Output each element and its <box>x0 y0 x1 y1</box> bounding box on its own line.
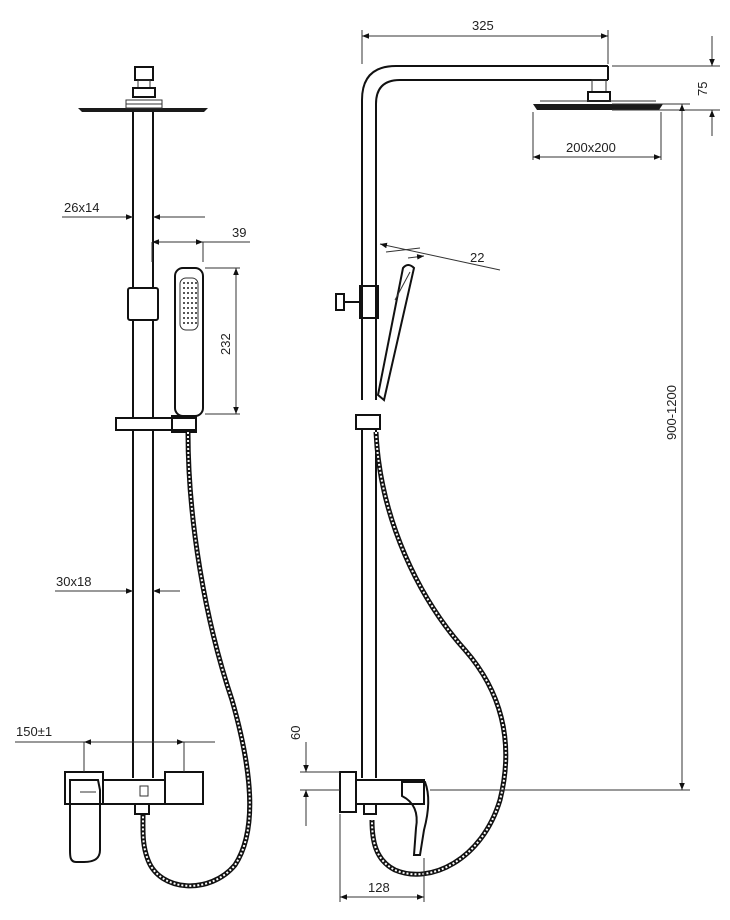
dim-lower-tube: 30x18 <box>55 574 180 594</box>
nozzle-dot <box>191 287 193 289</box>
nozzle-dot <box>183 292 185 294</box>
side-riser-arm <box>361 65 663 400</box>
side-view: 325 75 200x200 22 900-1200 <box>288 18 720 902</box>
nozzle-dot <box>195 292 197 294</box>
dim-lower-tube-label: 30x18 <box>56 574 91 589</box>
dim-head-drop: 75 <box>612 36 720 136</box>
dim-height-range: 900-1200 <box>430 103 690 791</box>
dim-handshower-length: 232 <box>205 267 240 415</box>
nozzle-dot <box>187 297 189 299</box>
front-riser-pipe <box>115 112 197 778</box>
front-overhead-shower <box>78 66 208 112</box>
dim-mixer-depth-label: 128 <box>368 880 390 895</box>
nozzle-dot <box>183 322 185 324</box>
nozzle-dot <box>187 322 189 324</box>
nozzle-dot <box>191 282 193 284</box>
front-mixer <box>64 771 204 863</box>
nozzle-dot <box>191 317 193 319</box>
nozzle-dot <box>183 297 185 299</box>
nozzle-dot <box>187 287 189 289</box>
nozzle-dot <box>191 302 193 304</box>
front-view: 26x14 39 232 30x18 150±1 <box>15 66 253 889</box>
dim-mixer-height-label: 60 <box>288 726 303 740</box>
nozzle-dot <box>183 307 185 309</box>
nozzle-dot <box>191 307 193 309</box>
dim-head-drop-label: 75 <box>695 82 710 96</box>
nozzle-dot <box>183 312 185 314</box>
nozzle-dot <box>191 322 193 324</box>
nozzle-dot <box>187 307 189 309</box>
dim-mixer-height: 60 <box>288 726 340 826</box>
nozzle-dot <box>195 287 197 289</box>
nozzle-dot <box>195 322 197 324</box>
nozzle-dot <box>195 307 197 309</box>
side-lower-riser <box>355 414 381 778</box>
nozzle-dot <box>195 297 197 299</box>
nozzle-dot <box>195 317 197 319</box>
side-mixer <box>339 771 430 856</box>
dim-arm-length-label: 325 <box>472 18 494 33</box>
dim-handshower-angle: 22 <box>379 242 501 271</box>
nozzle-dot <box>187 282 189 284</box>
nozzle-dot <box>183 287 185 289</box>
side-hand-shower <box>376 264 416 402</box>
nozzle-dot <box>195 282 197 284</box>
front-hose <box>140 431 253 889</box>
dim-handshower-length-label: 232 <box>218 333 233 355</box>
nozzle-dot <box>187 317 189 319</box>
front-hand-shower <box>174 267 204 417</box>
dim-connection-spacing-label: 150±1 <box>16 724 52 739</box>
side-bracket <box>335 285 379 319</box>
nozzle-dot <box>195 312 197 314</box>
nozzle-dot <box>183 282 185 284</box>
nozzle-dot <box>191 297 193 299</box>
nozzle-dot <box>187 302 189 304</box>
dim-head-size-label: 200x200 <box>566 140 616 155</box>
nozzle-dot <box>191 292 193 294</box>
dim-upper-tube: 26x14 <box>62 200 205 220</box>
dim-mixer-depth: 128 <box>339 814 425 902</box>
dim-upper-tube-label: 26x14 <box>64 200 99 215</box>
dim-handshower-width-label: 39 <box>232 225 246 240</box>
dim-head-size: 200x200 <box>532 112 662 160</box>
dim-connection-spacing: 150±1 <box>15 724 215 772</box>
dim-height-range-label: 900-1200 <box>664 385 679 440</box>
nozzle-dot <box>183 302 185 304</box>
side-hose <box>369 431 509 877</box>
dim-arm-length: 325 <box>361 18 609 64</box>
nozzle-dot <box>187 312 189 314</box>
nozzle-dot <box>191 312 193 314</box>
dim-handshower-width: 39 <box>151 225 250 262</box>
nozzle-dot <box>183 317 185 319</box>
dim-handshower-angle-label: 22 <box>470 250 484 265</box>
nozzle-dot <box>187 292 189 294</box>
nozzle-dot <box>195 302 197 304</box>
